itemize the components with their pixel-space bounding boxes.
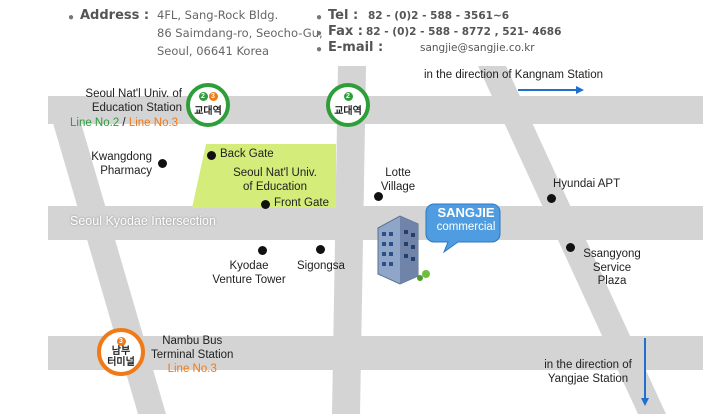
education-station-label: Seoul Nat'l Univ. of Education Station xyxy=(62,87,182,115)
lotte-village-label: Lotte Village xyxy=(374,166,422,194)
road-right-diagonal xyxy=(478,66,666,414)
university-line-1: Seoul Nat'l Univ. xyxy=(233,167,317,179)
direction-yangjae-line-1: in the direction of xyxy=(544,359,632,371)
fax-value: 82 - (0)2 - 588 - 8772 , 521- 4686 xyxy=(366,26,562,38)
kwangdong-label: Kwangdong Pharmacy xyxy=(78,150,152,178)
kwangdong-line-2: Pharmacy xyxy=(100,165,152,177)
intersection-label: Seoul Kyodae Intersection xyxy=(70,214,216,228)
lotte-village-marker xyxy=(374,192,383,201)
university-area xyxy=(192,144,336,208)
ssangyong-label: Ssangyong Service Plaza xyxy=(572,248,652,289)
kyodae-station-left-label: 교대역 xyxy=(194,106,222,117)
line3-icon: 3 xyxy=(116,337,126,346)
front-gate-label: Front Gate xyxy=(274,197,329,209)
address-block: 4FL, Sang-Rock Bldg. 86 Saimdang-ro, Seo… xyxy=(157,6,323,60)
back-gate-marker xyxy=(207,151,216,160)
lotte-line-1: Lotte xyxy=(385,167,411,179)
education-station-line-2: Education Station xyxy=(91,102,182,114)
kyodae-station-center-icon: 2 교대역 xyxy=(326,83,370,127)
bullet-icon: ● xyxy=(316,28,323,39)
front-gate-marker xyxy=(261,200,270,209)
line-number-icons: 2 xyxy=(330,89,366,101)
address-line-3: Seoul, 06641 Korea xyxy=(157,44,270,58)
location-map: in the direction of Kangnam Station Seou… xyxy=(48,66,703,414)
university-label: Seoul Nat'l Univ. of Education xyxy=(216,166,334,194)
ssangyong-marker xyxy=(566,243,575,252)
bullet-icon: ● xyxy=(316,12,323,23)
sangjie-label: SANGJIE commercial xyxy=(426,206,506,234)
ssangyong-line-1: Ssangyong xyxy=(583,248,641,260)
email-value[interactable]: sangjie@sangjie.co.kr xyxy=(420,42,535,54)
road-top xyxy=(48,96,703,124)
tel-value: 82 - (0)2 - 588 - 3561~6 xyxy=(368,10,510,22)
tel-label: Tel : xyxy=(328,8,359,23)
bullet-icon: ● xyxy=(316,44,323,55)
address-line-1: 4FL, Sang-Rock Bldg. xyxy=(157,8,279,22)
bullet-icon: ● xyxy=(68,12,75,23)
university-line-2: of Education xyxy=(243,181,307,193)
line-separator: / xyxy=(119,117,129,129)
line-numbers-label: Line No.2 / Line No.3 xyxy=(70,117,178,129)
line3-icon: 3 xyxy=(208,92,218,101)
building-icon xyxy=(377,215,430,285)
sangjie-bubble xyxy=(425,203,501,254)
sangjie-subtitle: commercial xyxy=(436,221,496,233)
line2-icon: 2 xyxy=(343,92,353,101)
nambu-line-1: Nambu Bus xyxy=(162,335,223,347)
nambu-station-label: Nambu Bus Terminal Station Line No.3 xyxy=(151,334,233,376)
address-label: Address : xyxy=(80,8,150,23)
kyodae-tower-marker xyxy=(258,246,267,255)
back-gate-label: Back Gate xyxy=(220,148,274,160)
road-middle xyxy=(48,206,703,240)
line-number-icons: 3 xyxy=(101,334,141,346)
nambu-station-icon: 3 남부 터미널 xyxy=(97,328,145,376)
kyodae-tower-label: Kyodae Venture Tower xyxy=(204,259,294,287)
kwangdong-line-1: Kwangdong xyxy=(91,151,152,163)
nambu-station-kr-1: 남부 xyxy=(111,346,131,357)
arrow-down-icon xyxy=(641,398,649,406)
fax-label: Fax : xyxy=(328,24,364,39)
nambu-line-number: Line No.3 xyxy=(167,363,217,375)
arrow-right-icon xyxy=(576,86,584,94)
nambu-station-kr-2: 터미널 xyxy=(107,357,135,368)
email-label: E-mail : xyxy=(328,40,384,55)
hyundai-apt-marker xyxy=(547,194,556,203)
map-roads xyxy=(48,66,703,414)
line3-label: Line No.3 xyxy=(128,117,179,129)
hyundai-apt-label: Hyundai APT xyxy=(553,178,621,190)
direction-kangnam-label: in the direction of Kangnam Station xyxy=(424,69,604,81)
line2-icon: 2 xyxy=(198,92,208,101)
direction-yangjae-label: in the direction of Yangjae Station xyxy=(534,358,642,386)
kyodae-tower-line-2: Venture Tower xyxy=(212,274,286,286)
line2-label: Line No.2 xyxy=(70,117,120,129)
ssangyong-line-2: Service xyxy=(592,261,632,274)
sangjie-name: SANGJIE xyxy=(437,205,495,220)
sigongsa-marker xyxy=(316,245,325,254)
direction-yangjae-line-2: Yangjae Station xyxy=(547,373,629,385)
sigongsa-label: Sigongsa xyxy=(297,260,345,272)
road-center xyxy=(332,66,366,414)
nambu-line-2: Terminal Station xyxy=(151,349,234,361)
road-bottom xyxy=(48,336,703,370)
kwangdong-marker xyxy=(158,159,167,168)
education-station-line-1: Seoul Nat'l Univ. of xyxy=(85,88,182,100)
kyodae-tower-line-1: Kyodae xyxy=(229,260,269,272)
kyodae-station-center-label: 교대역 xyxy=(334,106,362,117)
lotte-line-2: Village xyxy=(380,181,416,193)
address-line-2: 86 Saimdang-ro, Seocho-Gu, xyxy=(157,26,323,40)
ssangyong-line-3: Plaza xyxy=(597,275,627,287)
